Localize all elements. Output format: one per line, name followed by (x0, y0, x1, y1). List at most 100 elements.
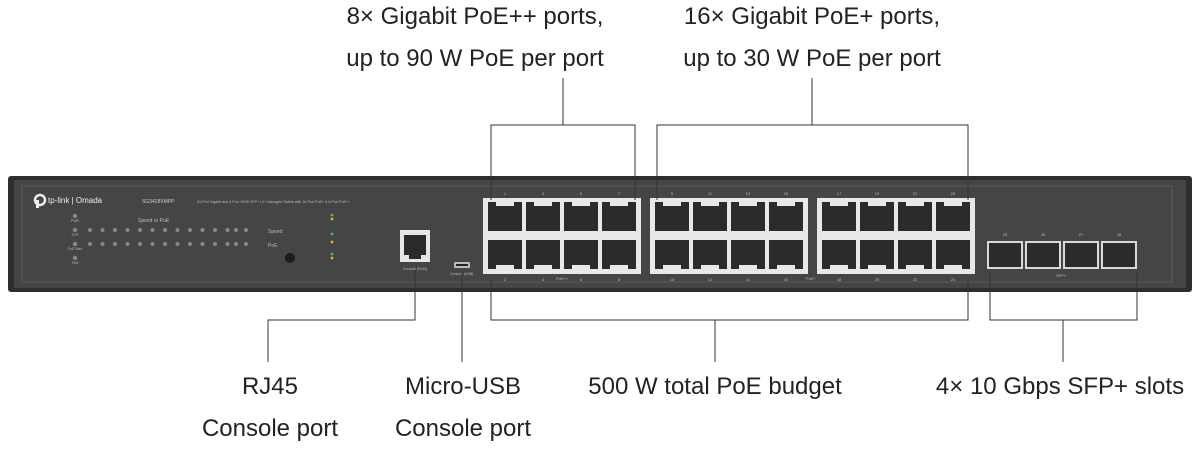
port-number: 13 (746, 191, 751, 196)
sfp-cage (1065, 243, 1097, 267)
port-led (200, 242, 205, 246)
rj45-port-5[interactable] (564, 202, 598, 231)
rj45-port-10[interactable] (655, 240, 689, 269)
port-latch (534, 265, 552, 269)
poe-p-callout: 16× Gigabit PoE+ ports, up to 30 W PoE p… (683, 0, 940, 80)
led-label: PWR (71, 219, 80, 223)
port-led (163, 242, 167, 246)
rj45-port-8[interactable] (602, 240, 636, 269)
sfp-cage (1027, 243, 1059, 267)
legend-led (330, 252, 334, 256)
port-latch (701, 202, 719, 206)
poe-p-label: PoE+ (806, 276, 817, 281)
led-label: SYS (71, 233, 79, 237)
port-number: 12 (708, 277, 713, 282)
rj45-port-14[interactable] (731, 240, 765, 269)
port-number: 5 (580, 191, 583, 196)
rj45-port-1[interactable] (488, 202, 522, 231)
poe-p-line2: up to 30 W PoE per port (683, 45, 941, 72)
legend-led (330, 232, 334, 236)
port-led (138, 242, 142, 246)
port-led (113, 242, 117, 246)
port-number: 24 (951, 277, 956, 282)
rj45-console-port[interactable] (400, 230, 430, 262)
rj45-port-18[interactable] (822, 240, 856, 269)
rj45-line1: RJ45 (241, 373, 299, 400)
port-led (138, 228, 142, 232)
port-led (225, 242, 230, 246)
port-latch (663, 202, 681, 206)
port-number: 6 (580, 277, 583, 282)
rj45-port-11[interactable] (693, 202, 727, 231)
tp-link-logo: tp-link | Omada (33, 193, 103, 208)
rj45-console-label: Console (RJ45) (403, 267, 427, 271)
rj45-port-13[interactable] (731, 202, 765, 231)
poe-pp-callout: 8× Gigabit PoE++ ports, up to 90 W PoE p… (346, 0, 603, 80)
port-latch (906, 202, 924, 206)
poe-budget-callout-line (490, 280, 969, 362)
port-number: 9 (671, 191, 674, 196)
led-label: FAN (72, 261, 79, 265)
sfp-number: 26 (1041, 232, 1046, 237)
port-number: 2 (504, 277, 507, 282)
rj45-port-16[interactable] (769, 240, 803, 269)
port-latch (868, 202, 886, 206)
led-fan (72, 255, 78, 261)
led-sys (72, 227, 78, 233)
rj45-port-23[interactable] (936, 202, 970, 231)
speed-label: Speed or PoE (138, 218, 170, 224)
port-led (188, 228, 192, 232)
port-number: 19 (875, 191, 880, 196)
usb-callout: Micro-USB Console port (395, 366, 531, 450)
poe-pp-line1: 8× Gigabit PoE++ ports, (346, 3, 604, 30)
port-latch (830, 265, 848, 269)
rj45-port-15[interactable] (769, 202, 803, 231)
poe-budget-callout: 500 W total PoE budget (588, 373, 842, 400)
rj45-port-12[interactable] (693, 240, 727, 269)
port-number: 16 (784, 277, 789, 282)
reset-button[interactable] (285, 253, 295, 263)
sfp-cage (1103, 243, 1135, 267)
rj45-port-22[interactable] (898, 240, 932, 269)
rj45-port-19[interactable] (860, 202, 894, 231)
sfp-led (244, 242, 248, 246)
port-led (113, 228, 117, 232)
rj45-port-21[interactable] (898, 202, 932, 231)
rj45-port-7[interactable] (602, 202, 636, 231)
poe-p-callout-line (656, 78, 969, 200)
rj45-line2: Console port (201, 415, 339, 442)
rj45-port-3[interactable] (526, 202, 560, 231)
rj45-port-9[interactable] (655, 202, 689, 231)
rj45-callout: RJ45 Console port (202, 366, 338, 450)
sfp-cage (989, 243, 1021, 267)
port-number: 23 (951, 191, 956, 196)
sfp-number: 25 (1003, 232, 1008, 237)
rj45-port-2[interactable] (488, 240, 522, 269)
rj45-port-24[interactable] (936, 240, 970, 269)
rj45-port-6[interactable] (564, 240, 598, 269)
port-latch (868, 265, 886, 269)
port-latch (534, 202, 552, 206)
callout-lines (267, 78, 1138, 362)
sfp-led (234, 242, 238, 246)
port-led (100, 242, 105, 246)
port-led (125, 228, 130, 232)
usb-line2: Console port (394, 415, 532, 442)
port-number: 20 (875, 277, 880, 282)
port-number: 17 (837, 191, 842, 196)
port-latch (906, 265, 924, 269)
port-number: 14 (746, 277, 751, 282)
port-led (88, 242, 92, 246)
port-latch (944, 265, 962, 269)
rj45-port-4[interactable] (526, 240, 560, 269)
rj45-port-17[interactable] (822, 202, 856, 231)
brand-text: tp-link | Omada (48, 196, 103, 205)
port-led (163, 228, 167, 232)
rj45-port-20[interactable] (860, 240, 894, 269)
micro-usb-console-port[interactable] (454, 262, 470, 268)
port-number: 1 (504, 191, 507, 196)
sfp-callout: 4× 10 Gbps SFP+ slots (935, 373, 1185, 400)
port-number: 3 (542, 191, 545, 196)
